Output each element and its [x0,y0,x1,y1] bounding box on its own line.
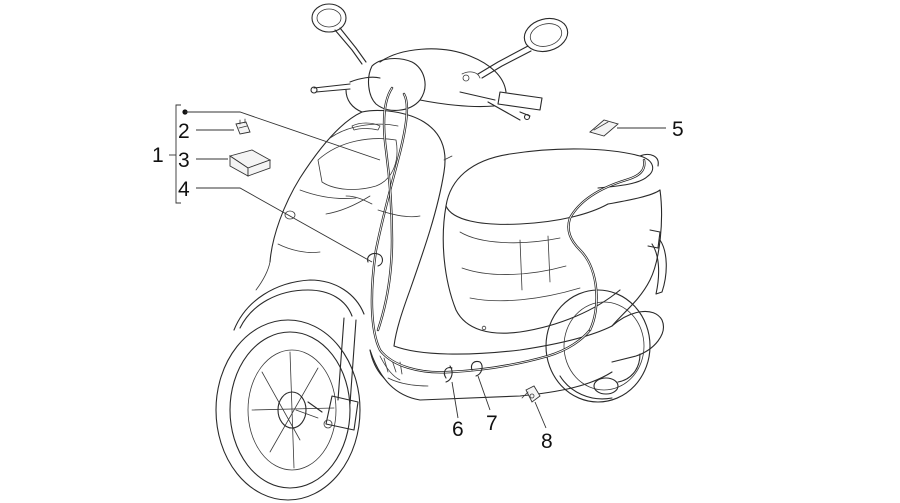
group-1-bracket [175,104,181,204]
headset [345,48,507,113]
callout-4: 4 [178,178,190,201]
part-5-strip-icon [589,119,619,137]
callout-1: 1 [152,144,164,167]
scooter-drawing [215,3,667,501]
floorboard [369,325,613,401]
front-wheel [215,319,361,501]
right-mirror [477,17,569,79]
callout-labels: 1 2 3 4 5 6 7 8 [152,118,684,453]
wiring-harness [325,86,646,374]
part-3-relay-icon [228,149,272,177]
front-fender [233,261,365,331]
callout-7: 7 [486,412,498,435]
engine-rear-wheel [545,289,664,403]
callout-5: 5 [672,118,684,141]
part-2-fuse-icon [235,118,251,135]
front-fork [295,317,359,431]
seat [445,148,659,225]
callout-2: 2 [178,120,190,143]
handlebar [310,76,543,121]
front-shield [269,109,446,347]
left-mirror [311,3,367,65]
callout-3: 3 [178,149,190,172]
callout-leaders [169,104,666,429]
callout-8: 8 [541,430,553,453]
rear-body [442,189,667,334]
part-8-fitting [521,385,541,403]
callout-6: 6 [452,418,464,441]
harness-clips [367,252,483,383]
